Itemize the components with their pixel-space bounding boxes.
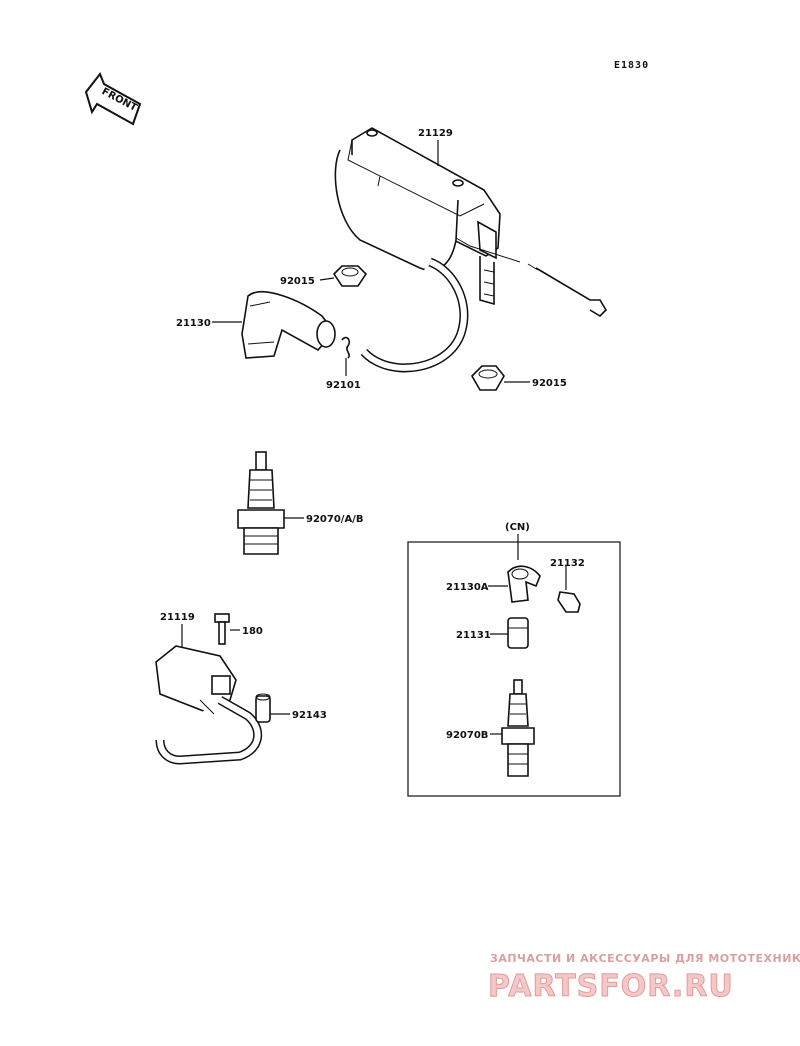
spring-92101 bbox=[341, 336, 351, 359]
plug-cap-21130A bbox=[507, 565, 541, 603]
collar-92143 bbox=[255, 693, 271, 723]
cn-inset-box bbox=[407, 541, 621, 797]
label-92015-upper: 92015 bbox=[280, 276, 315, 287]
label-92143: 92143 bbox=[292, 710, 327, 721]
label-92070-a-b: 92070/A/B bbox=[306, 514, 363, 525]
ignition-coil bbox=[334, 127, 608, 318]
cn-inset-label: (CN) bbox=[505, 522, 530, 533]
label-21130: 21130 bbox=[176, 318, 211, 329]
label-21129: 21129 bbox=[418, 128, 453, 139]
spark-plug-92070B bbox=[501, 679, 535, 777]
coil-assembly-21119 bbox=[155, 645, 262, 765]
front-arrow-icon: FRONT bbox=[84, 72, 142, 126]
label-21131: 21131 bbox=[456, 630, 491, 641]
watermark-tagline: ЗАПЧАСТИ И АКСЕССУАРЫ ДЛЯ МОТОТЕХНИКИ bbox=[490, 952, 800, 965]
label-21119: 21119 bbox=[160, 612, 195, 623]
cap-21132 bbox=[557, 591, 581, 613]
label-180: 180 bbox=[242, 626, 263, 637]
plug-cap-21130 bbox=[241, 291, 336, 359]
bolt-180 bbox=[214, 613, 230, 645]
label-92101: 92101 bbox=[326, 380, 361, 391]
spark-plug-92070 bbox=[237, 451, 285, 555]
nut-92015-lower bbox=[471, 365, 505, 391]
watermark-brand: PARTSFOR.RU bbox=[488, 969, 734, 1004]
label-21130A: 21130A bbox=[446, 582, 489, 593]
label-21132: 21132 bbox=[550, 558, 585, 569]
label-92070B: 92070B bbox=[446, 730, 488, 741]
label-92015-lower: 92015 bbox=[532, 378, 567, 389]
diagram-code: E1830 bbox=[614, 60, 649, 71]
nut-92015-upper bbox=[332, 265, 368, 287]
boot-21131 bbox=[507, 617, 529, 649]
